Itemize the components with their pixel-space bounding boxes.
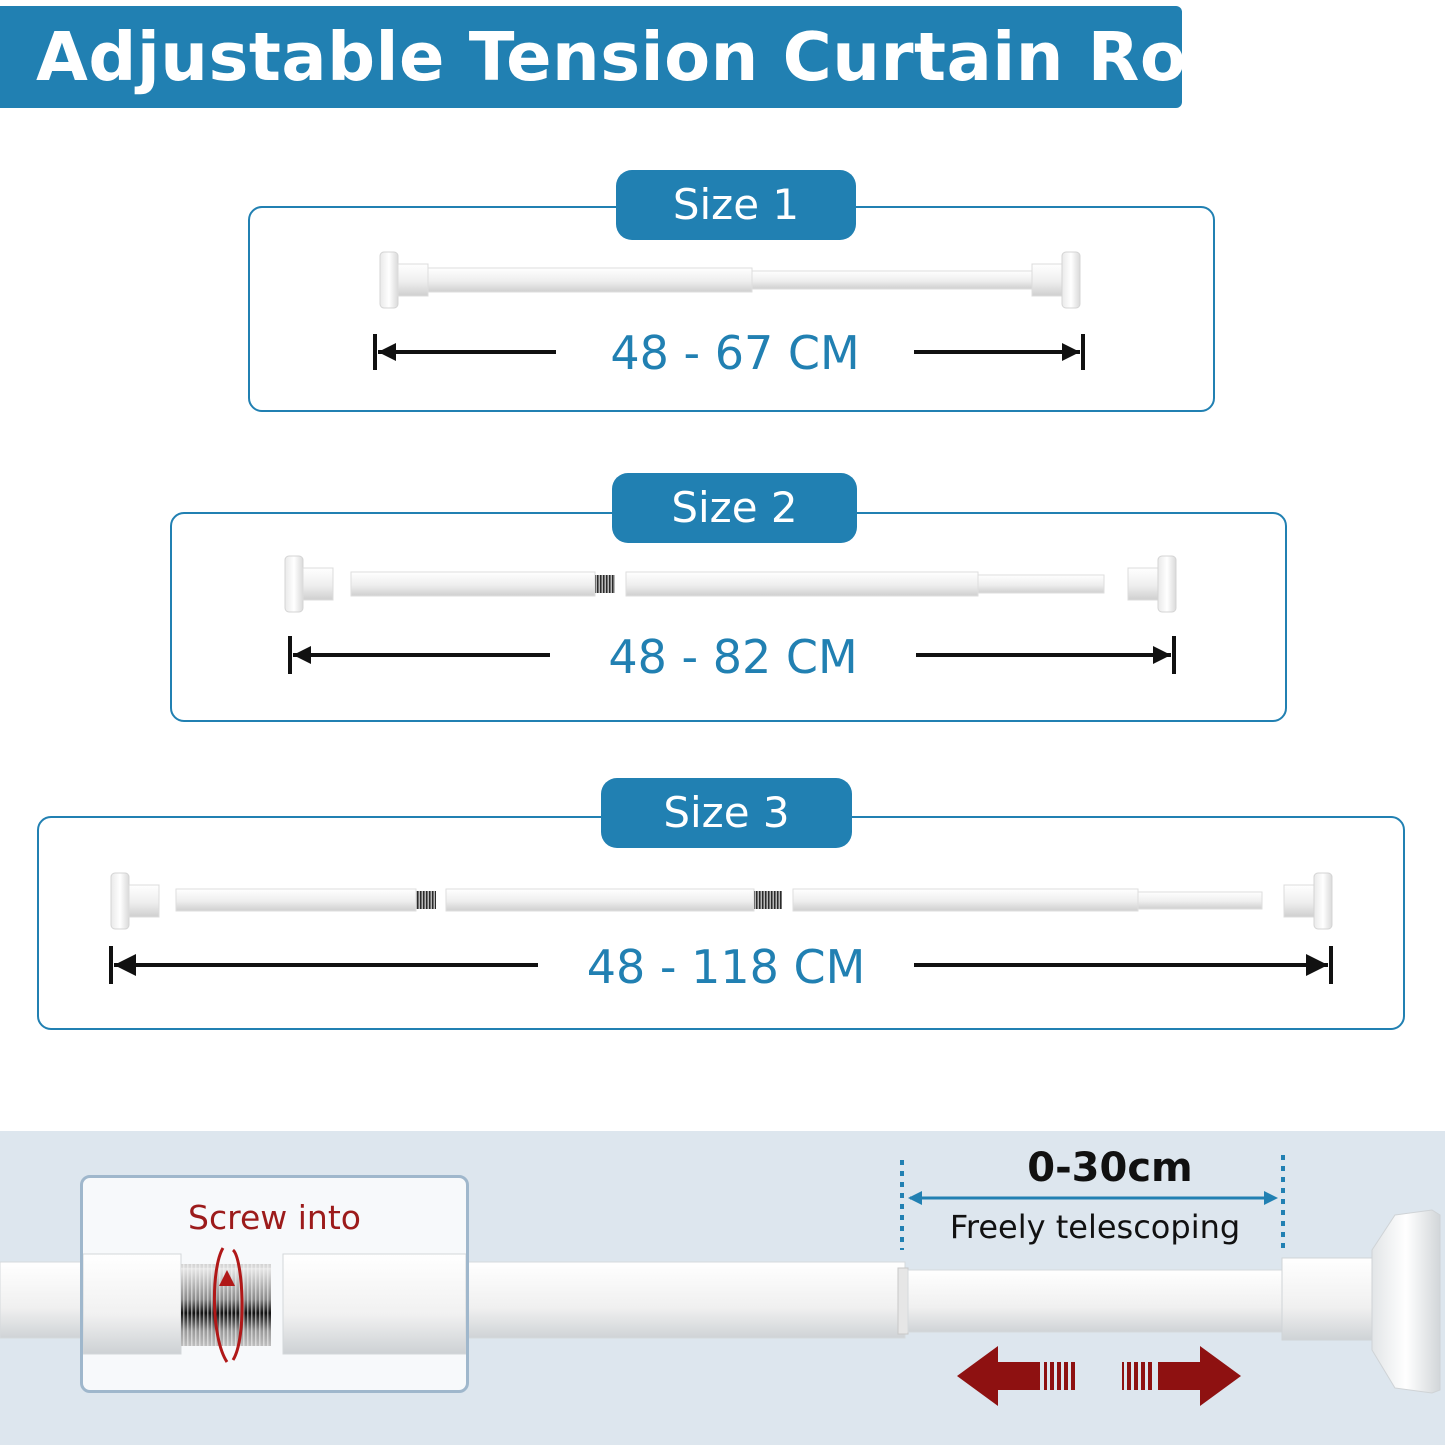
extend-arrow-icon (1122, 1346, 1241, 1406)
size-3-tab: Size 3 (601, 778, 852, 848)
rod-illustrations (109, 251, 1333, 984)
size-3-card (37, 816, 1405, 1030)
size-1-card (248, 206, 1215, 412)
size-2-tab: Size 2 (612, 473, 857, 543)
screw-illustration (83, 1247, 466, 1363)
size-2-card (170, 512, 1287, 722)
size-1-rod (379, 251, 1081, 309)
size-1-dimension-arrow (373, 334, 1085, 370)
retract-arrow-icon (957, 1346, 1076, 1406)
size-1-range: 48 - 67 CM (610, 326, 860, 380)
screw-detail-inset: Screw into (80, 1175, 469, 1393)
size-3-rod (110, 872, 1333, 930)
size-1-tab: Size 1 (616, 170, 856, 240)
size-2-dimension-arrow (288, 636, 1176, 674)
size-2-range: 48 - 82 CM (608, 630, 858, 684)
freely-telescoping-label: Freely telescoping (949, 1208, 1241, 1246)
size-3-range: 48 - 118 CM (586, 940, 866, 994)
page-title: Adjustable Tension Curtain Rod (36, 18, 1235, 96)
screw-into-label: Screw into (188, 1198, 361, 1237)
telescoping-range-label: 0-30cm (1027, 1145, 1193, 1191)
size-3-dimension-arrow (109, 946, 1333, 984)
size-2-rod (284, 555, 1177, 613)
title-banner: Adjustable Tension Curtain Rod (0, 6, 1234, 108)
